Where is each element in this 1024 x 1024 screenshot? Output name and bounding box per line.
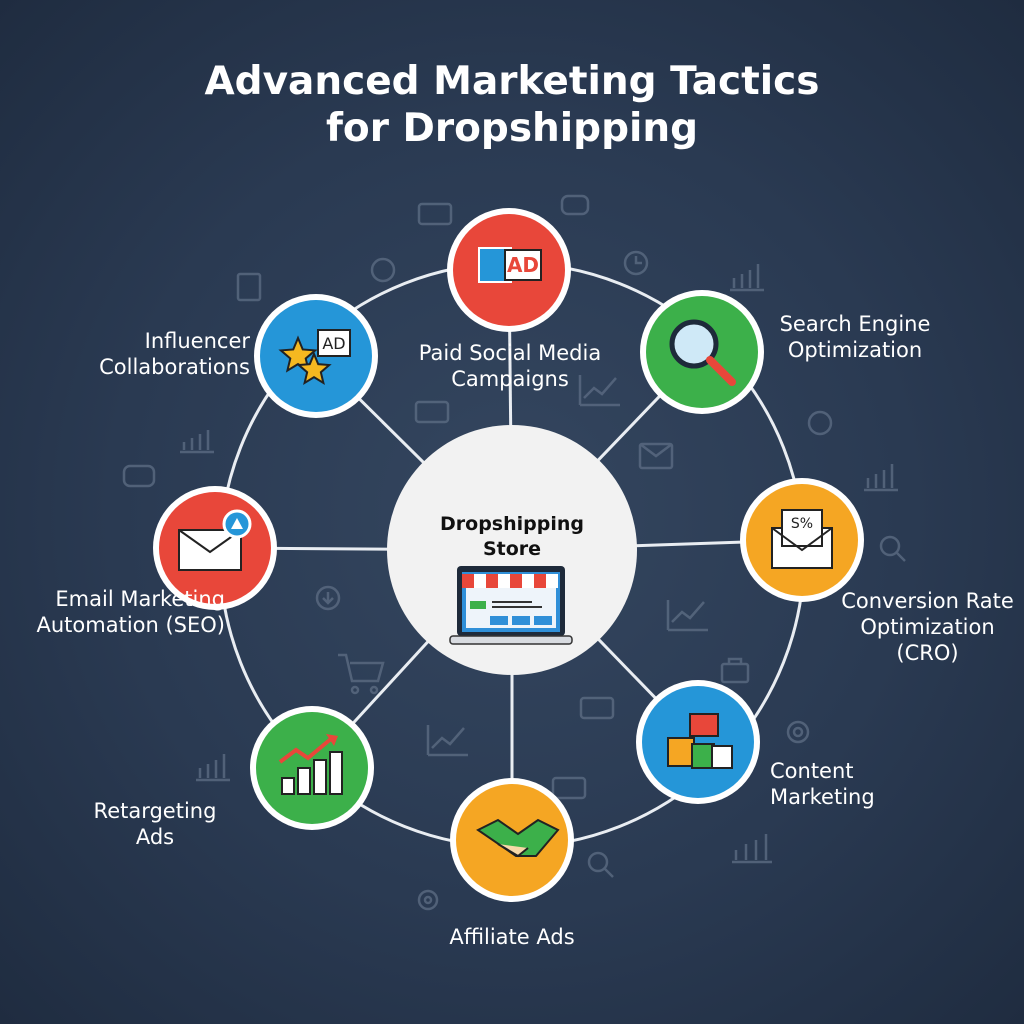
bag-icon bbox=[720, 657, 750, 684]
chat-icon bbox=[560, 194, 590, 216]
target-icon bbox=[786, 720, 810, 744]
badge-icon bbox=[236, 272, 262, 302]
svg-text:S%: S% bbox=[791, 516, 813, 532]
ad-tag-icon bbox=[551, 776, 587, 800]
node-seo bbox=[640, 290, 764, 414]
node-paid-social: AD bbox=[447, 208, 571, 332]
refresh-icon bbox=[807, 410, 833, 436]
ad-tag-icon bbox=[579, 696, 615, 720]
bar-chart-icon bbox=[864, 464, 898, 492]
label-line: Conversion Rate bbox=[841, 589, 1014, 613]
title-line-1: Advanced Marketing Tactics bbox=[204, 59, 820, 104]
magnifier-icon bbox=[669, 319, 736, 386]
bar-chart-icon bbox=[196, 754, 230, 782]
cart-icon bbox=[338, 653, 385, 695]
download-icon bbox=[315, 585, 341, 611]
label-line: Optimization bbox=[787, 338, 923, 362]
svg-text:AD: AD bbox=[507, 253, 539, 277]
node-content bbox=[636, 680, 760, 804]
center-label-line-1: Dropshipping bbox=[440, 513, 584, 535]
label-line: Influencer bbox=[144, 329, 250, 353]
label-line: Automation (SEO) bbox=[36, 613, 226, 637]
ad-megaphone-icon: AD bbox=[478, 247, 542, 283]
search-icon bbox=[879, 535, 906, 562]
node-cro: S% bbox=[740, 478, 864, 602]
node-affiliate bbox=[450, 778, 574, 902]
clock-icon bbox=[623, 250, 649, 276]
label-line: Paid Social Media bbox=[418, 341, 602, 365]
envelope-discount-icon: S% bbox=[771, 509, 833, 569]
growth-chart-icon bbox=[278, 734, 343, 795]
page-title: Advanced Marketing Tactics for Dropshipp… bbox=[0, 58, 1024, 152]
chat-icon bbox=[122, 464, 156, 488]
node-influencer: AD bbox=[254, 294, 378, 418]
title-line-2: for Dropshipping bbox=[325, 106, 699, 151]
nodes: AD S% AD bbox=[153, 208, 864, 902]
bar-chart-icon bbox=[730, 264, 764, 292]
ad-tag-icon bbox=[417, 202, 453, 226]
svg-text:AD: AD bbox=[322, 334, 345, 353]
node-circle bbox=[260, 300, 372, 412]
center-label: Dropshipping Store bbox=[412, 512, 612, 562]
node-email bbox=[153, 486, 277, 610]
shopping-bags-icon bbox=[667, 713, 733, 769]
background-icons bbox=[122, 194, 906, 911]
label-line: Optimization bbox=[860, 615, 995, 639]
bar-chart-icon bbox=[732, 834, 772, 864]
node-retargeting bbox=[250, 706, 374, 830]
search-icon bbox=[587, 851, 614, 878]
center-label-line-2: Store bbox=[482, 538, 542, 560]
envelope-notification-icon bbox=[178, 509, 252, 571]
label-line: (CRO) bbox=[896, 641, 959, 665]
label-line: Campaigns bbox=[451, 367, 569, 391]
node-circle bbox=[256, 712, 368, 824]
center-circle bbox=[387, 425, 637, 675]
node-circle bbox=[642, 686, 754, 798]
label-line: Email Marketing bbox=[55, 587, 225, 611]
label-line: Marketing bbox=[770, 785, 875, 809]
line-chart-icon bbox=[426, 725, 468, 757]
handshake-icon bbox=[476, 818, 560, 858]
label-line: Ads bbox=[135, 825, 175, 849]
label-line: Collaborations bbox=[99, 355, 250, 379]
label-line: Retargeting bbox=[93, 799, 217, 823]
line-chart-icon bbox=[666, 600, 708, 632]
stars-ad-icon: AD bbox=[278, 329, 351, 386]
label-line: Affiliate Ads bbox=[449, 925, 575, 949]
ad-tag-icon bbox=[414, 400, 450, 424]
mail-icon bbox=[638, 442, 674, 470]
label-affiliate: Affiliate Ads bbox=[420, 924, 604, 950]
label-line: Content bbox=[770, 759, 854, 783]
bar-chart-icon bbox=[180, 430, 214, 454]
storefront-laptop-icon bbox=[449, 566, 573, 645]
line-chart-icon bbox=[578, 375, 620, 407]
label-line: Search Engine bbox=[779, 312, 931, 336]
gear-icon bbox=[417, 889, 439, 911]
refresh-icon bbox=[370, 257, 396, 283]
